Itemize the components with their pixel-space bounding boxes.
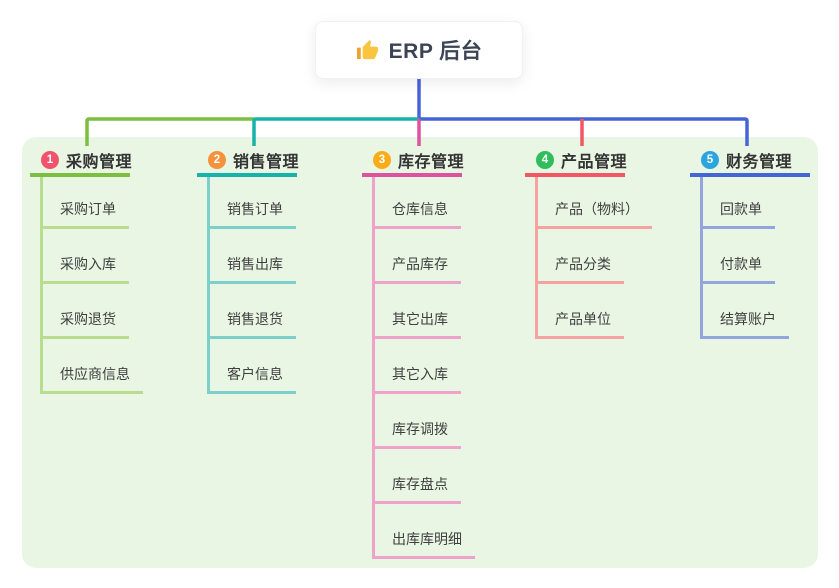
child-node[interactable]: 采购入库 xyxy=(43,229,129,284)
child-node[interactable]: 产品库存 xyxy=(375,229,461,284)
branch-column-1: 1 采购管理采购订单采购入库采购退货供应商信息 xyxy=(30,146,143,394)
branch-column-4: 4 产品管理产品（物料）产品分类产品单位 xyxy=(525,146,652,339)
thumbs-up-icon xyxy=(356,39,378,59)
branch-label: 销售管理 xyxy=(233,153,300,171)
root-node-title: ERP 后台 xyxy=(388,40,483,63)
branch-label: 库存管理 xyxy=(398,153,465,171)
branch-children-group: 采购订单采购入库采购退货供应商信息 xyxy=(40,177,143,394)
branch-node-3[interactable]: 3 库存管理 xyxy=(362,146,465,177)
child-node[interactable]: 结算账户 xyxy=(703,284,789,339)
child-node[interactable]: 库存盘点 xyxy=(375,449,461,504)
branch-node-1[interactable]: 1 采购管理 xyxy=(30,146,133,177)
branches-panel xyxy=(22,137,818,568)
branch-column-5: 5 财务管理回款单付款单结算账户 xyxy=(690,146,810,339)
child-node[interactable]: 采购退货 xyxy=(43,284,129,339)
branch-label: 产品管理 xyxy=(561,153,628,171)
branch-number-badge: 5 xyxy=(701,150,719,169)
child-node[interactable]: 产品分类 xyxy=(538,229,624,284)
branch-node-4[interactable]: 4 产品管理 xyxy=(525,146,628,177)
branch-column-2: 2 销售管理销售订单销售出库销售退货客户信息 xyxy=(197,146,300,394)
child-node[interactable]: 其它出库 xyxy=(375,284,461,339)
child-node[interactable]: 销售出库 xyxy=(210,229,296,284)
child-node[interactable]: 其它入库 xyxy=(375,339,461,394)
child-node[interactable]: 产品单位 xyxy=(538,284,624,339)
child-node[interactable]: 库存调拨 xyxy=(375,394,461,449)
branch-node-5[interactable]: 5 财务管理 xyxy=(690,146,810,177)
branch-number-badge: 2 xyxy=(208,150,226,169)
branch-column-3: 3 库存管理仓库信息产品库存其它出库其它入库库存调拨库存盘点出库库明细 xyxy=(362,146,475,559)
connector-branch-1 xyxy=(85,117,254,146)
child-node[interactable]: 采购订单 xyxy=(43,177,129,229)
child-node[interactable]: 供应商信息 xyxy=(43,339,143,394)
child-node[interactable]: 出库库明细 xyxy=(375,504,475,559)
branch-label: 采购管理 xyxy=(66,153,133,171)
child-node[interactable]: 客户信息 xyxy=(210,339,296,394)
branch-node-2[interactable]: 2 销售管理 xyxy=(197,146,300,177)
branch-number-badge: 1 xyxy=(41,150,59,169)
child-node[interactable]: 销售退货 xyxy=(210,284,296,339)
branch-label: 财务管理 xyxy=(726,153,793,171)
branch-children-group: 回款单付款单结算账户 xyxy=(700,177,789,339)
child-node[interactable]: 销售订单 xyxy=(210,177,296,229)
connector-branch-2 xyxy=(252,117,419,146)
branch-children-group: 产品（物料）产品分类产品单位 xyxy=(535,177,652,339)
root-node-erp-backend[interactable]: ERP 后台 xyxy=(315,21,523,79)
child-node[interactable]: 仓库信息 xyxy=(375,177,461,229)
branch-children-group: 销售订单销售出库销售退货客户信息 xyxy=(207,177,296,394)
branch-number-badge: 3 xyxy=(373,150,391,169)
child-node[interactable]: 付款单 xyxy=(703,229,775,284)
branch-children-group: 仓库信息产品库存其它出库其它入库库存调拨库存盘点出库库明细 xyxy=(372,177,475,559)
connector-branch-5 xyxy=(419,117,749,146)
child-node[interactable]: 产品（物料） xyxy=(538,177,652,229)
branch-number-badge: 4 xyxy=(536,150,554,169)
child-node[interactable]: 回款单 xyxy=(703,177,775,229)
